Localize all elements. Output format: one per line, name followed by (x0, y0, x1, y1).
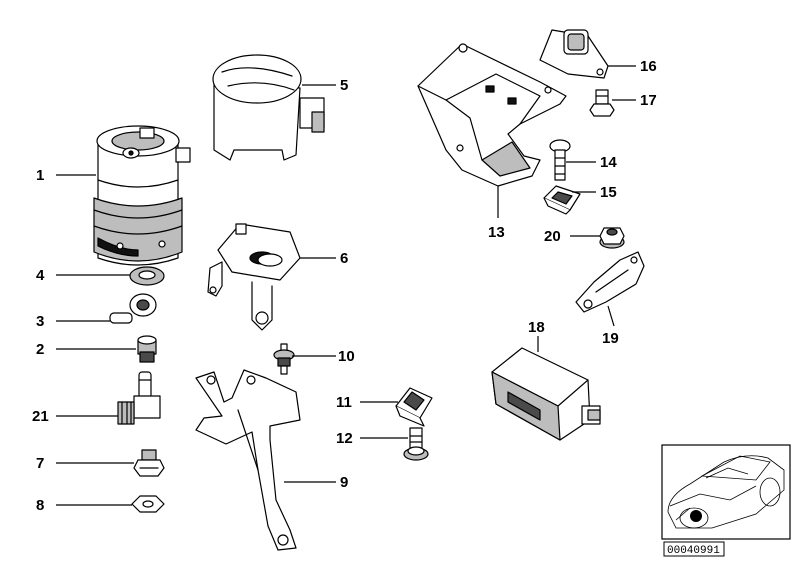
part-20-flange-nut[interactable] (599, 227, 625, 249)
leader-lines (56, 65, 636, 506)
callout-16: 16 (640, 58, 657, 75)
leader-19 (607, 305, 615, 327)
callout-6: 6 (340, 250, 348, 267)
part-6-bracket[interactable] (207, 223, 301, 331)
callout-18: 18 (528, 319, 545, 336)
part-5-cover-cap[interactable] (212, 54, 325, 161)
part-1-pump-unit[interactable] (93, 125, 191, 266)
callout-10: 10 (338, 348, 355, 365)
part-19-bracket-plate[interactable] (575, 251, 645, 313)
part-9-long-bracket[interactable] (195, 369, 301, 551)
callout-20: 20 (544, 228, 561, 245)
callout-1: 1 (36, 167, 44, 184)
callout-9: 9 (340, 474, 348, 491)
callout-numbers: 1 2 3 4 5 6 7 8 9 10 11 12 13 14 15 16 1… (32, 58, 657, 514)
part-21-elbow-fitting[interactable] (117, 371, 161, 425)
callout-12: 12 (336, 430, 353, 447)
part-4-seal-ring[interactable] (129, 266, 165, 286)
callout-13: 13 (488, 224, 505, 241)
part-8-nut[interactable] (131, 495, 165, 513)
part-15-clip[interactable] (543, 185, 581, 215)
part-14-screw[interactable] (549, 139, 571, 181)
reference-code: 00040991 (667, 545, 720, 557)
callout-11: 11 (336, 394, 352, 411)
part-16-connector-housing[interactable] (539, 29, 609, 79)
callout-19: 19 (602, 330, 619, 347)
part-13-mounting-bracket[interactable] (417, 43, 567, 187)
part-10-rubber-mount[interactable] (273, 343, 295, 375)
part-18-control-module[interactable] (491, 347, 601, 441)
callout-15: 15 (600, 184, 617, 201)
callout-5: 5 (340, 77, 348, 94)
part-12-screw[interactable] (403, 427, 429, 461)
callout-21: 21 (32, 408, 49, 425)
callout-4: 4 (36, 267, 45, 284)
part-11-clip-nut[interactable] (395, 387, 433, 427)
callout-3: 3 (36, 313, 44, 330)
part-17-bolt[interactable] (589, 89, 615, 117)
locator-thumbnail: 00040991 (661, 444, 791, 557)
part-3-banjo-fitting[interactable] (109, 293, 157, 324)
location-marker-icon (690, 510, 702, 522)
part-2-fitting[interactable] (137, 335, 157, 363)
callout-8: 8 (36, 497, 44, 514)
car-outline-icon (667, 455, 785, 529)
callout-2: 2 (36, 341, 44, 358)
callout-14: 14 (600, 154, 617, 171)
part-7-bolt[interactable] (133, 449, 165, 477)
callout-7: 7 (36, 455, 44, 472)
callout-17: 17 (640, 92, 657, 109)
